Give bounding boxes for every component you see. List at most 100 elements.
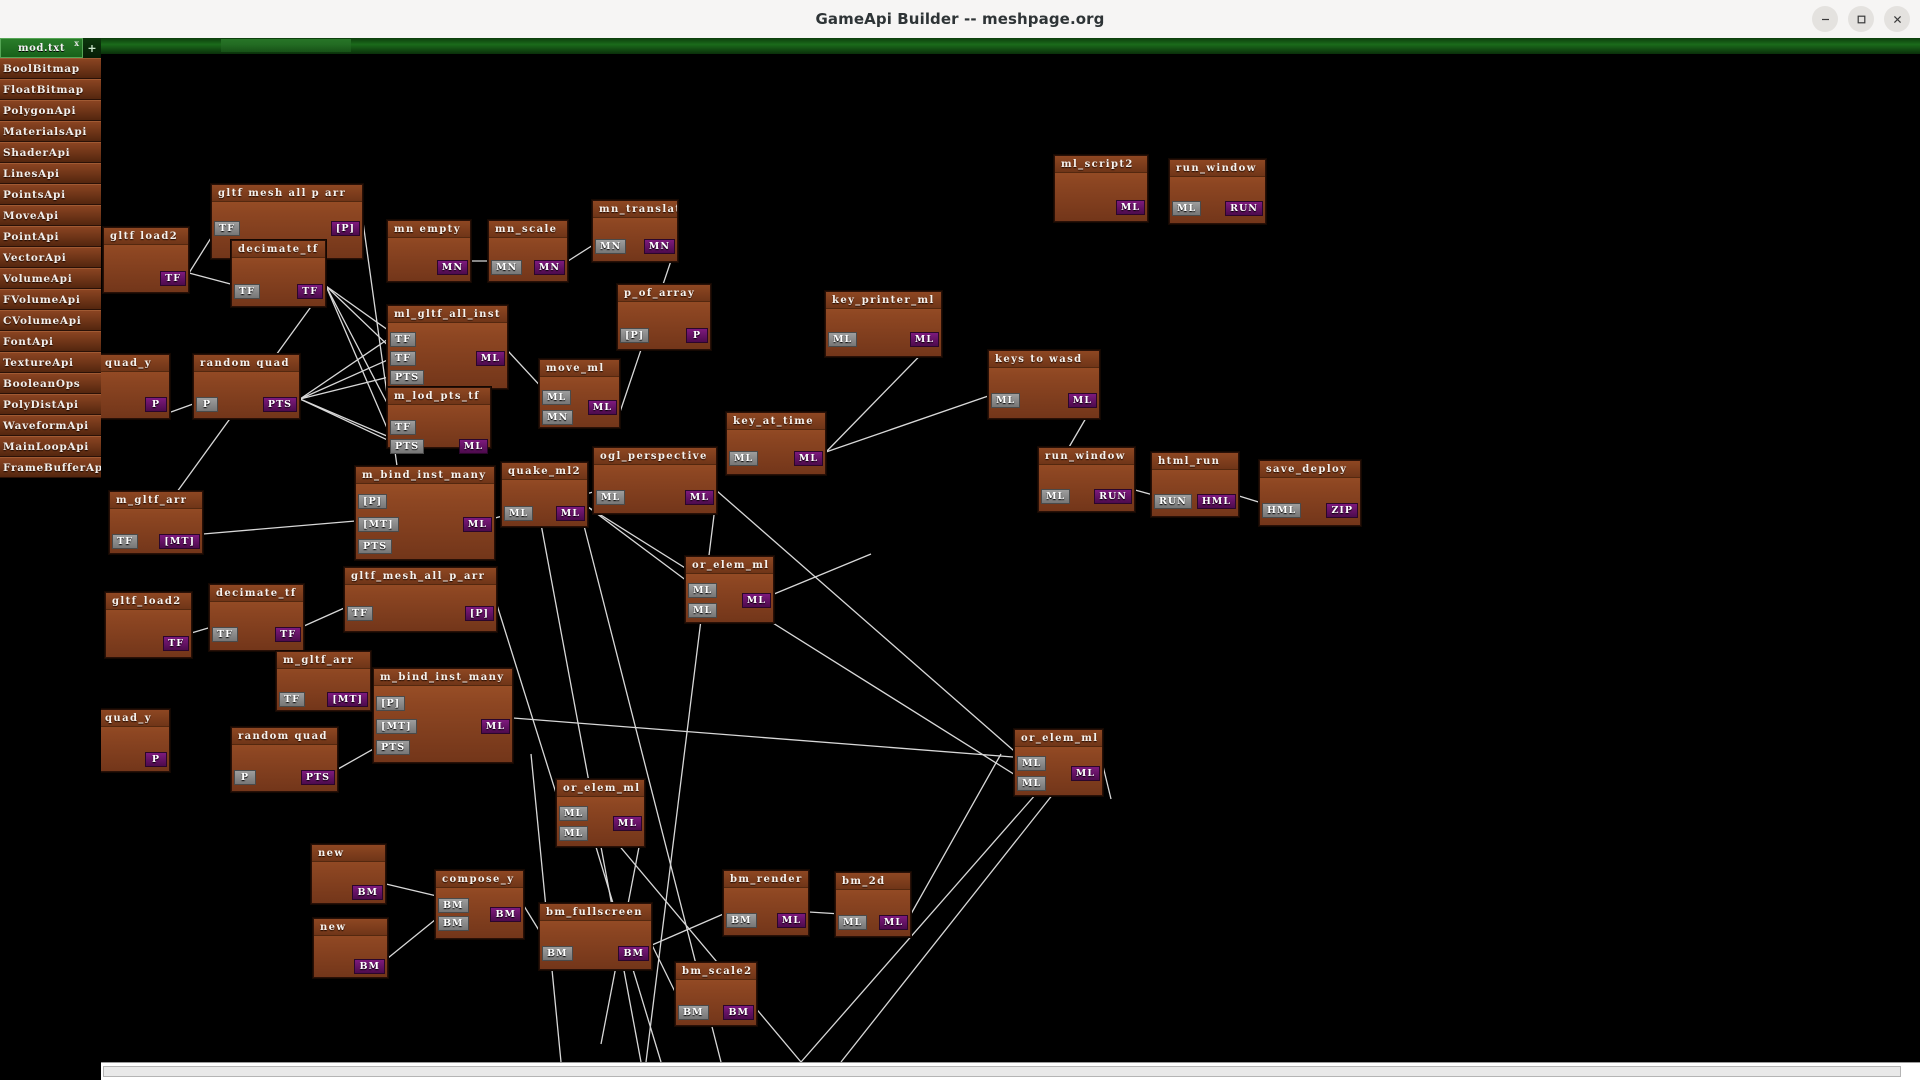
node-input-port[interactable]: MN xyxy=(542,410,574,425)
node-input-port[interactable]: PTS xyxy=(358,539,393,554)
node-input-port[interactable]: ML xyxy=(688,583,718,598)
node-output-port[interactable]: ML xyxy=(475,351,505,366)
sidebar-item-textureapi[interactable]: TextureApi xyxy=(0,352,101,373)
node-output-port[interactable]: ML xyxy=(612,816,642,831)
node-output-port[interactable]: RUN xyxy=(1094,489,1132,504)
sidebar-item-polygonapi[interactable]: PolygonApi xyxy=(0,100,101,121)
node-input-port[interactable]: MN xyxy=(595,239,627,254)
node-input-port[interactable]: TF xyxy=(390,351,416,366)
node-input-port[interactable]: PTS xyxy=(376,740,411,755)
node-output-port[interactable]: P xyxy=(145,397,167,412)
node-input-port[interactable]: [MT] xyxy=(358,517,399,532)
node-input-port[interactable]: ML xyxy=(688,603,718,618)
node-output-port[interactable]: BM xyxy=(352,885,383,900)
node-input-port[interactable]: P xyxy=(234,770,256,785)
add-tab-button[interactable]: + xyxy=(83,38,101,58)
node-header[interactable]: quad_y xyxy=(101,710,169,727)
node-input-port[interactable]: [P] xyxy=(376,696,406,711)
node-header[interactable]: run_window xyxy=(1170,160,1265,177)
node-output-port[interactable]: ML xyxy=(480,719,510,734)
node-header[interactable]: or_elem_ml xyxy=(1015,730,1102,747)
node-input-port[interactable]: ML xyxy=(1017,776,1047,791)
node-header[interactable]: quad_y xyxy=(101,355,169,372)
node-output-port[interactable]: ML xyxy=(776,913,806,928)
sidebar-item-waveformapi[interactable]: WaveformApi xyxy=(0,415,101,436)
node-input-port[interactable]: [P] xyxy=(358,494,388,509)
node-output-port[interactable]: BM xyxy=(618,946,649,961)
node-output-port[interactable]: [P] xyxy=(330,221,360,236)
node-header[interactable]: quake_ml2 xyxy=(502,463,587,480)
node-output-port[interactable]: ML xyxy=(878,915,908,930)
node-output-port[interactable]: ML xyxy=(1067,393,1097,408)
node-input-port[interactable]: ML xyxy=(1041,489,1071,504)
node-input-port[interactable]: PTS xyxy=(390,370,425,385)
node-output-port[interactable]: MN xyxy=(533,260,565,275)
node-output-port[interactable]: [MT] xyxy=(327,692,368,707)
node-output-port[interactable]: TF xyxy=(163,636,189,651)
tab-close-icon[interactable]: x xyxy=(74,38,79,48)
sidebar-item-volumeapi[interactable]: VolumeApi xyxy=(0,268,101,289)
node-input-port[interactable]: ML xyxy=(1172,201,1202,216)
close-button[interactable] xyxy=(1884,6,1910,32)
node-output-port[interactable]: RUN xyxy=(1225,201,1263,216)
node-output-port[interactable]: [P] xyxy=(464,606,494,621)
node-input-port[interactable]: BM xyxy=(438,898,469,913)
node-header[interactable]: keys to wasd xyxy=(989,351,1099,368)
sidebar-item-cvolumeapi[interactable]: CVolumeApi xyxy=(0,310,101,331)
sidebar-item-framebufferapi[interactable]: FrameBufferApi xyxy=(0,457,101,478)
node-header[interactable]: m_gltf_arr xyxy=(110,492,202,509)
sidebar-item-pointapi[interactable]: PointApi xyxy=(0,226,101,247)
scrollbar-thumb[interactable] xyxy=(103,1066,1901,1077)
sidebar-item-fontapi[interactable]: FontApi xyxy=(0,331,101,352)
node-output-port[interactable]: TF xyxy=(297,284,323,299)
sidebar-item-floatbitmap[interactable]: FloatBitmap xyxy=(0,79,101,100)
node-output-port[interactable]: ML xyxy=(587,400,617,415)
node-input-port[interactable]: TF xyxy=(112,534,138,549)
node-input-port[interactable]: ML xyxy=(729,451,759,466)
node-header[interactable]: gltf_load2 xyxy=(106,593,191,610)
node-header[interactable]: mn empty xyxy=(388,221,470,238)
node-input-port[interactable]: P xyxy=(196,397,218,412)
node-header[interactable]: html_run xyxy=(1152,453,1238,470)
node-input-port[interactable]: TF xyxy=(234,284,260,299)
node-input-port[interactable]: BM xyxy=(726,913,757,928)
node-input-port[interactable]: TF xyxy=(347,606,373,621)
node-header[interactable]: p_of_array xyxy=(618,285,710,302)
node-header[interactable]: ogl_perspective xyxy=(594,448,716,465)
node-header[interactable]: new xyxy=(314,919,387,936)
sidebar-item-vectorapi[interactable]: VectorApi xyxy=(0,247,101,268)
node-header[interactable]: ml_gltf_all_inst xyxy=(388,306,507,323)
node-header[interactable]: mn_translate xyxy=(593,201,677,218)
node-header[interactable]: key_printer_ml xyxy=(826,292,941,309)
node-header[interactable]: save_deploy xyxy=(1260,461,1360,478)
node-header[interactable]: or_elem_ml xyxy=(557,780,644,797)
node-input-port[interactable]: TF xyxy=(390,420,416,435)
node-header[interactable]: gltf load2 xyxy=(104,228,188,245)
node-header[interactable]: key_at_time xyxy=(727,413,825,430)
node-output-port[interactable]: [MT] xyxy=(159,534,200,549)
node-header[interactable]: bm_fullscreen xyxy=(540,904,651,921)
node-output-port[interactable]: P xyxy=(145,752,167,767)
node-input-port[interactable]: ML xyxy=(828,332,858,347)
node-header[interactable]: bm_scale2 xyxy=(676,963,756,980)
node-input-port[interactable]: ML xyxy=(991,393,1021,408)
node-output-port[interactable]: MN xyxy=(643,239,675,254)
